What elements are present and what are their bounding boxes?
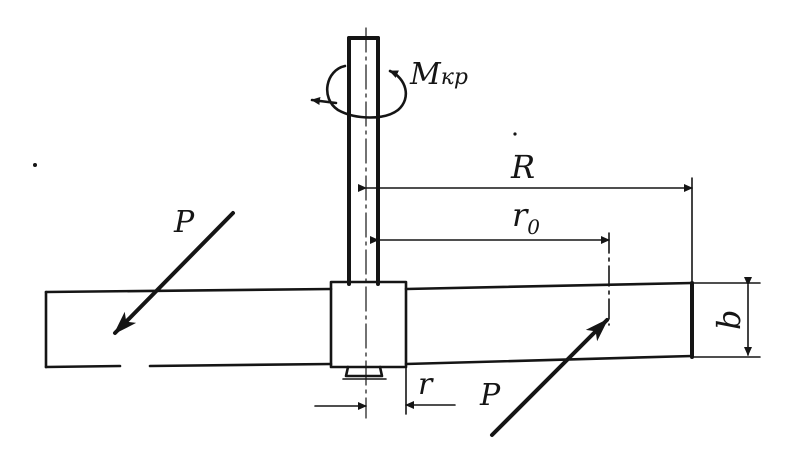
dimension-r0 xyxy=(370,232,610,326)
thickness-b-label: b xyxy=(710,310,748,330)
dimension-b xyxy=(691,277,761,358)
dimension-r xyxy=(314,366,456,415)
force-right-label: P xyxy=(479,378,501,413)
force-left-label: P xyxy=(173,205,195,240)
stray-dot xyxy=(33,163,37,167)
force-arrow-right xyxy=(490,318,609,437)
shaft xyxy=(347,27,380,419)
stray-dot xyxy=(513,132,517,136)
hub xyxy=(329,280,408,380)
torque-arrow xyxy=(325,64,408,119)
moment-label: Mкр xyxy=(409,57,468,92)
dimension-R xyxy=(358,177,693,285)
force-arrow-left xyxy=(113,211,235,335)
radius-r-label: r xyxy=(418,367,434,402)
radius-r0-label: r0 xyxy=(512,196,540,239)
radius-R-label: R xyxy=(510,148,535,186)
right-blade xyxy=(404,281,694,366)
left-blade xyxy=(44,287,333,369)
